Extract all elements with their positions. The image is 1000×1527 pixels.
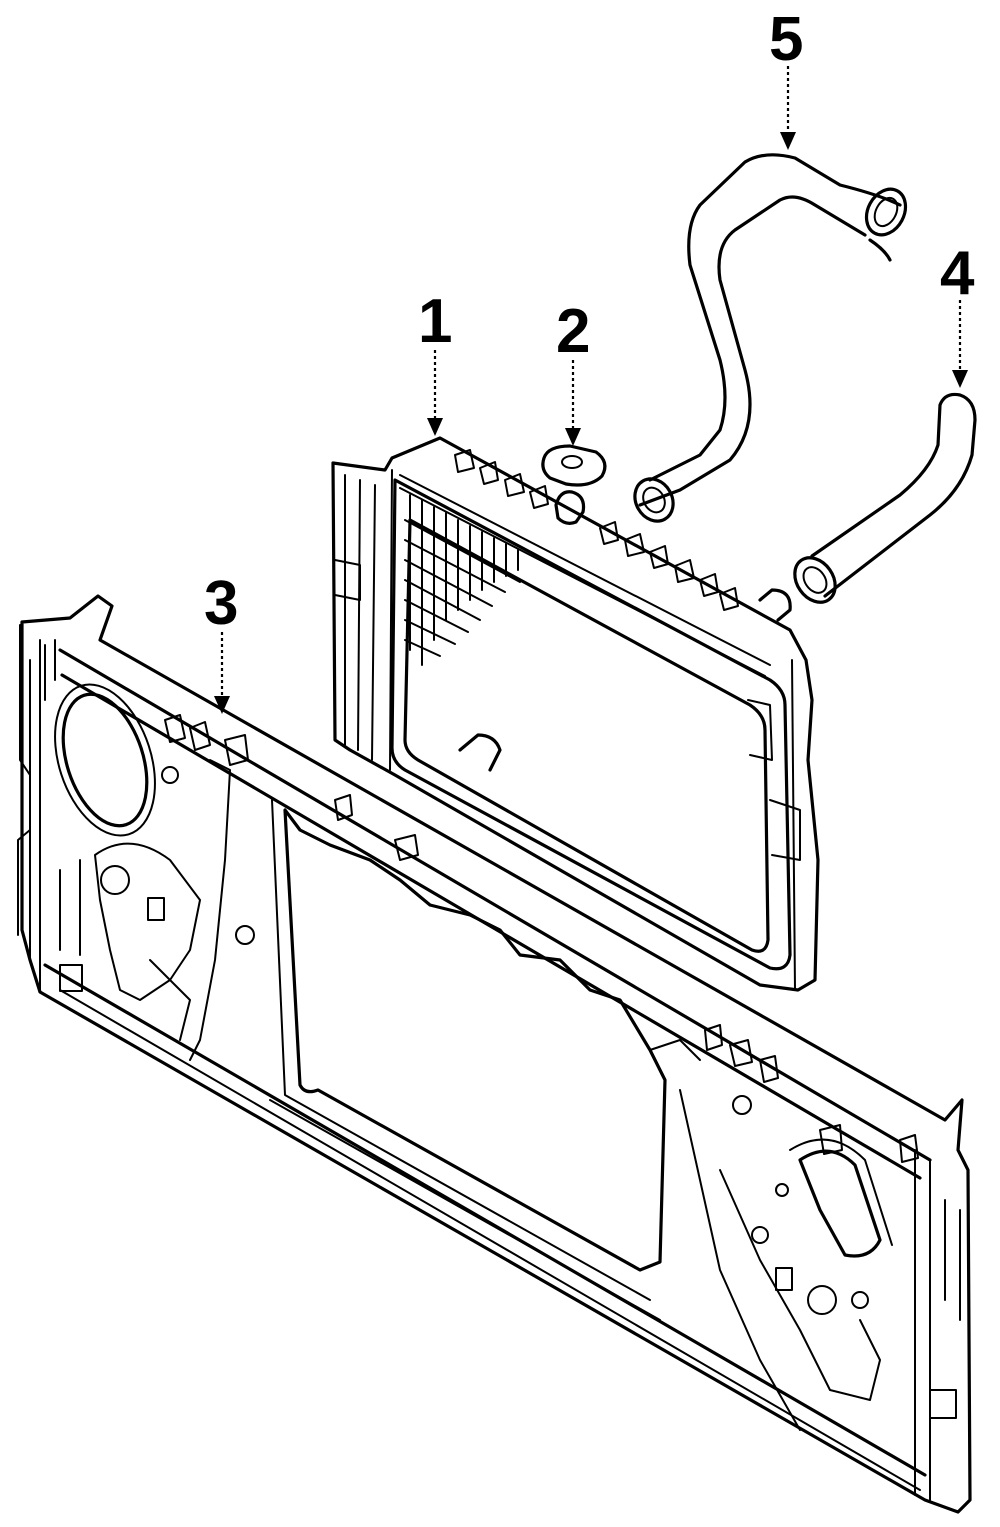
callout-number-3: 3 [204,569,238,638]
callout-leader-5 [780,66,796,150]
callout-leader-1 [427,350,443,436]
radiator-cap [541,444,607,487]
radiator-support-panel [17,594,972,1514]
upper-radiator-hose [633,153,908,523]
lower-radiator-hose [793,392,977,604]
radiator [331,436,820,992]
callout-number-4: 4 [940,239,975,308]
callout-number-1: 1 [418,287,452,356]
callout-number-5: 5 [769,5,803,74]
callout-leader-4 [952,300,968,388]
callout-leader-3 [214,632,230,714]
callout-number-2: 2 [556,297,590,366]
callout-leader-2 [565,360,581,446]
